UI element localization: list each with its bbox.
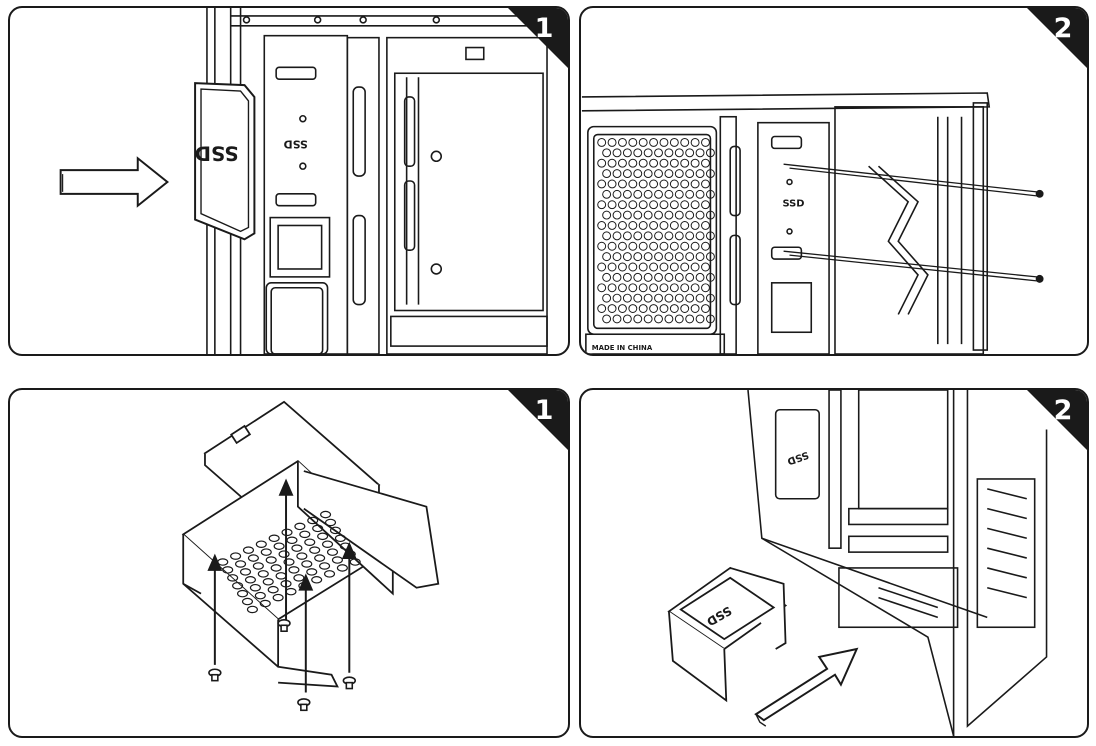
screw-arrows bbox=[207, 478, 357, 693]
step-badge-icon bbox=[492, 390, 568, 466]
step-number: 1 bbox=[534, 13, 554, 44]
fan-mesh bbox=[597, 137, 715, 324]
ssd-tray-label: SSD bbox=[284, 137, 308, 150]
step-number: 2 bbox=[1053, 13, 1073, 44]
insert-arrow-icon bbox=[59, 156, 169, 208]
step-number: 2 bbox=[1053, 395, 1073, 426]
diagram-panel-4: SSD SSD 2 bbox=[579, 388, 1089, 738]
step-badge-icon bbox=[1011, 390, 1087, 466]
ssd-bracket bbox=[667, 566, 788, 703]
step-badge-icon bbox=[1011, 8, 1087, 84]
screw-icon bbox=[208, 619, 357, 712]
diagram-panel-2: SSD MADE IN CHINA 2 bbox=[579, 6, 1089, 356]
ssd-bracket bbox=[181, 460, 440, 688]
step-badge-icon bbox=[492, 8, 568, 84]
insert-arrow-icon bbox=[754, 647, 859, 727]
ssd-drive-label: SSD bbox=[195, 141, 239, 164]
screw-guide-lines bbox=[783, 163, 1037, 282]
ssd-bracket-illustration bbox=[181, 400, 440, 712]
ssd-drive bbox=[194, 82, 256, 241]
diagram-panel-1: SSD SSD bbox=[8, 6, 570, 356]
ssd-tray-label: SSD bbox=[786, 449, 810, 467]
case-interior-illustration: SSD SSD bbox=[667, 390, 1048, 736]
case-rear-illustration: SSD MADE IN CHINA bbox=[581, 92, 1044, 354]
step-number: 1 bbox=[534, 395, 554, 426]
diagram-panel-3: 1 bbox=[8, 388, 570, 738]
case-side-illustration: SSD SSD bbox=[59, 8, 548, 354]
ssd-tray-label: SSD bbox=[782, 199, 804, 210]
origin-label: MADE IN CHINA bbox=[592, 344, 653, 352]
screw-icon bbox=[1035, 189, 1044, 283]
